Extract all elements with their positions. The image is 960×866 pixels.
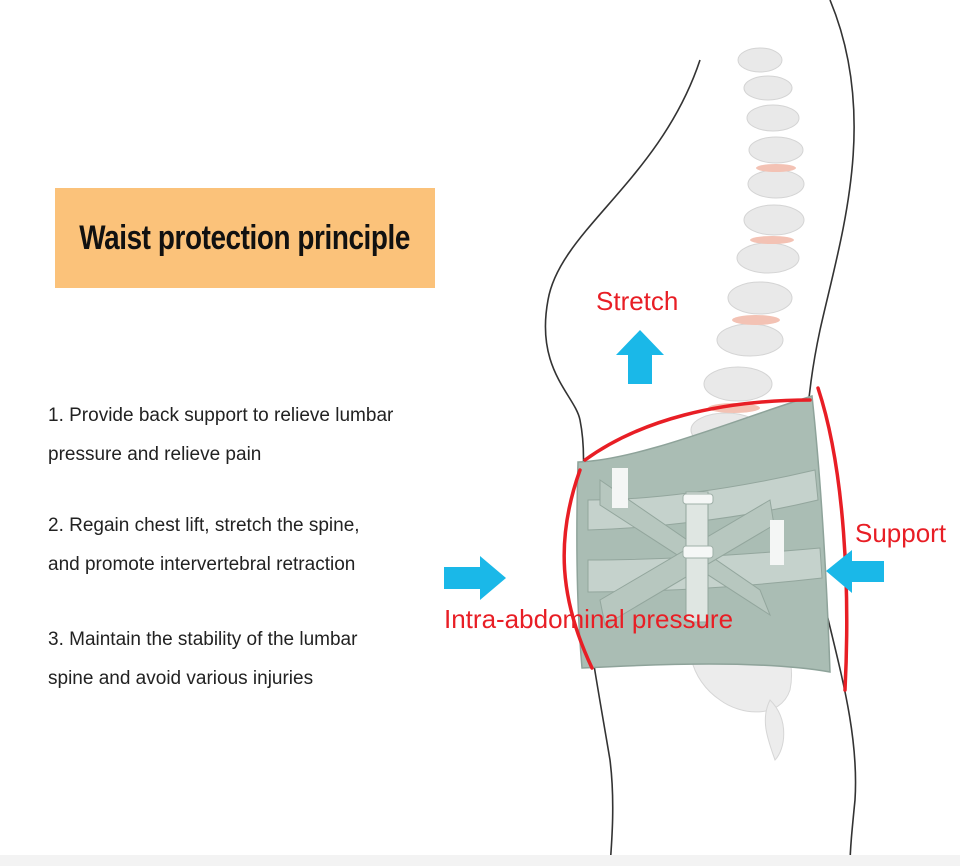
intra-abdominal-pressure-label: Intra-abdominal pressure [444,604,734,634]
principle-line: spine and avoid various injuries [48,668,314,689]
spine [679,47,805,495]
principle-line: pressure and relieve pain [48,444,262,465]
support-label: Support [855,518,947,548]
principle-item: 1. Provide back support to relieve lumba… [48,396,468,474]
principle-item: 2. Regain chest lift, stretch the spine,… [48,506,468,584]
page-title: Waist protection principle [79,218,411,257]
waist-belt [576,395,831,673]
principle-line: 3. Maintain the stability of the lumbar [48,629,358,650]
pressure-curves [562,386,849,692]
principle-line: 2. Regain chest lift, stretch the spine, [48,515,360,536]
stretch-label: Stretch [596,286,679,316]
support-arrow-icon [826,550,884,593]
principle-line: and promote intervertebral retraction [48,554,356,575]
stretch-arrow-icon [616,330,664,384]
pressure-arrow-icon [444,556,506,600]
bottom-divider [0,855,960,866]
principle-item: 3. Maintain the stability of the lumbar … [48,620,468,698]
title-banner: Waist protection principle [55,188,435,288]
principle-list: 1. Provide back support to relieve lumba… [48,396,468,734]
principle-line: 1. Provide back support to relieve lumba… [48,405,394,426]
